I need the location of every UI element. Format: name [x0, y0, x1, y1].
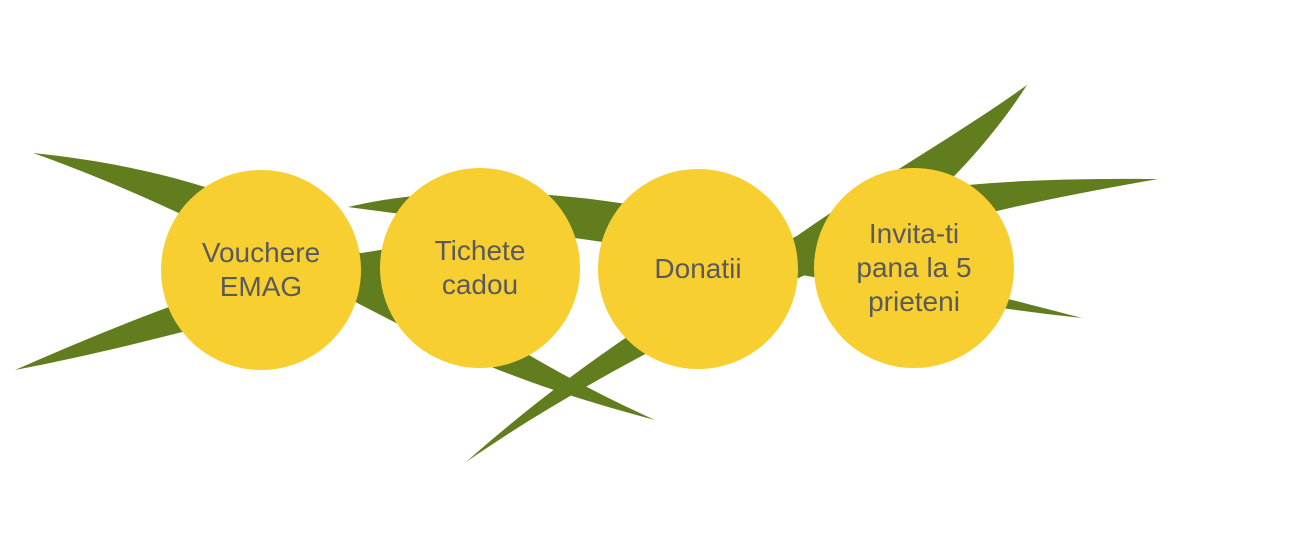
item-label: Vouchere EMAG: [201, 236, 321, 302]
item-circle-tichete-cadou: Tichete cadou: [380, 168, 580, 368]
item-label: Invita-ti pana la 5 prieteni: [856, 217, 972, 318]
item-label: Tichete cadou: [434, 234, 526, 300]
item-circle-donatii: Donatii: [598, 169, 798, 369]
item-label: Donatii: [654, 252, 742, 284]
item-circle-invita-prieteni: Invita-ti pana la 5 prieteni: [814, 168, 1014, 368]
item-circle-vouchere-emag: Vouchere EMAG: [161, 170, 361, 370]
